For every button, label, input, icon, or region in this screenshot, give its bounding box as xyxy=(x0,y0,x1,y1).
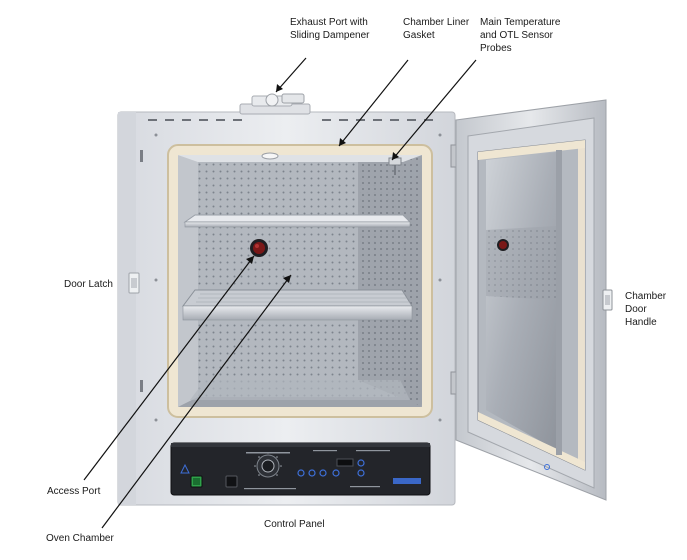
leader-chamber-liner xyxy=(338,59,409,147)
callout-chamber-liner-line-1: Chamber Liner xyxy=(403,17,470,28)
callout-door-latch-line-1: Door Latch xyxy=(64,279,113,290)
leader-access-port xyxy=(83,255,255,481)
callout-exhaust-port: Exhaust Port with Sliding Dampener xyxy=(290,16,370,42)
callout-door-handle-line-2: Door xyxy=(625,304,647,315)
callout-chamber-door-handle: Chamber Door Handle xyxy=(625,290,666,329)
arrowhead-oven-chamber xyxy=(283,275,291,283)
callout-access-port-line-1: Access Port xyxy=(47,486,101,497)
leader-main-temperature xyxy=(391,59,477,161)
exhaust-port-icon xyxy=(239,93,311,115)
access-port-icon xyxy=(250,239,268,257)
chamber-shelf-upper xyxy=(183,214,412,228)
callout-main-temperature-line-3: Probes xyxy=(480,43,512,54)
callout-control-panel: Control Panel xyxy=(264,518,325,531)
callout-chamber-liner-gasket: Chamber Liner Gasket xyxy=(403,16,469,42)
door-handle-icon xyxy=(602,289,613,311)
callout-chamber-liner-line-2: Gasket xyxy=(403,30,435,41)
control-panel xyxy=(170,442,431,496)
callout-main-temperature: Main Temperature and OTL Sensor Probes xyxy=(480,16,560,55)
callout-oven-chamber-line-1: Oven Chamber xyxy=(46,533,114,544)
callout-control-panel-line-1: Control Panel xyxy=(264,519,325,530)
leader-lines xyxy=(83,57,477,529)
callout-main-temperature-line-1: Main Temperature xyxy=(480,17,561,28)
callout-door-latch: Door Latch xyxy=(64,278,113,291)
leader-oven-chamber xyxy=(101,274,292,529)
callout-exhaust-port-line-1: Exhaust Port with xyxy=(290,17,368,28)
door-latch-icon xyxy=(128,272,140,294)
callout-access-port: Access Port xyxy=(47,485,100,498)
callout-main-temperature-line-2: and OTL Sensor xyxy=(480,30,554,41)
arrowhead-access-port xyxy=(246,256,254,264)
chamber-opening xyxy=(167,144,433,418)
arrowhead-exhaust-port xyxy=(276,84,283,92)
arrowhead-main-temperature xyxy=(392,152,399,160)
callout-exhaust-port-line-2: Sliding Dampener xyxy=(290,30,370,41)
oven-door xyxy=(450,99,607,501)
leader-exhaust-port xyxy=(275,57,307,93)
callout-door-handle-line-3: Handle xyxy=(625,317,657,328)
power-switch-icon xyxy=(190,475,203,488)
callout-door-handle-line-1: Chamber xyxy=(625,291,667,302)
callout-oven-chamber: Oven Chamber xyxy=(46,532,114,545)
arrowhead-chamber-liner xyxy=(339,138,346,146)
chamber-shelf-lower xyxy=(182,289,413,321)
